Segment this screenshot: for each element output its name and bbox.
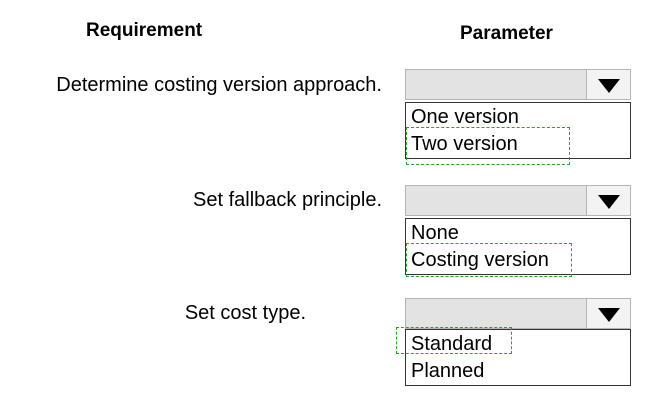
dropdown-toggle-button[interactable] [586,299,630,328]
parameter-header: Parameter [460,23,553,44]
cost-type-dropdown[interactable]: Standard Planned [405,298,631,386]
dropdown-options-list: Standard Planned [405,329,631,386]
dropdown-toggle-button[interactable] [586,70,630,99]
requirement-label-cost-type: Set cost type. [184,302,306,324]
requirement-label-fallback-principle: Set fallback principle. [193,189,382,211]
dropdown-header[interactable] [405,298,631,329]
costing-version-dropdown[interactable]: One version Two version [405,69,631,159]
dropdown-option-standard[interactable]: Standard [411,333,493,355]
dropdown-header[interactable] [405,185,631,216]
dropdown-option-costing-version[interactable]: Costing version [411,249,549,271]
triangle-down-icon [598,308,620,322]
dropdown-options-list: One version Two version [405,102,631,159]
dropdown-option-two-version[interactable]: Two version [411,133,518,155]
fallback-principle-dropdown[interactable]: None Costing version [405,185,631,275]
requirement-header: Requirement [86,20,203,41]
dropdown-option-planned[interactable]: Planned [411,360,485,382]
dropdown-options-list: None Costing version [405,218,631,275]
dropdown-option-none[interactable]: None [411,222,459,244]
triangle-down-icon [598,79,620,93]
dropdown-toggle-button[interactable] [586,186,630,215]
requirement-label-costing-version: Determine costing version approach. [56,74,382,96]
triangle-down-icon [598,195,620,209]
dropdown-option-one-version[interactable]: One version [411,106,519,128]
dropdown-header[interactable] [405,69,631,100]
